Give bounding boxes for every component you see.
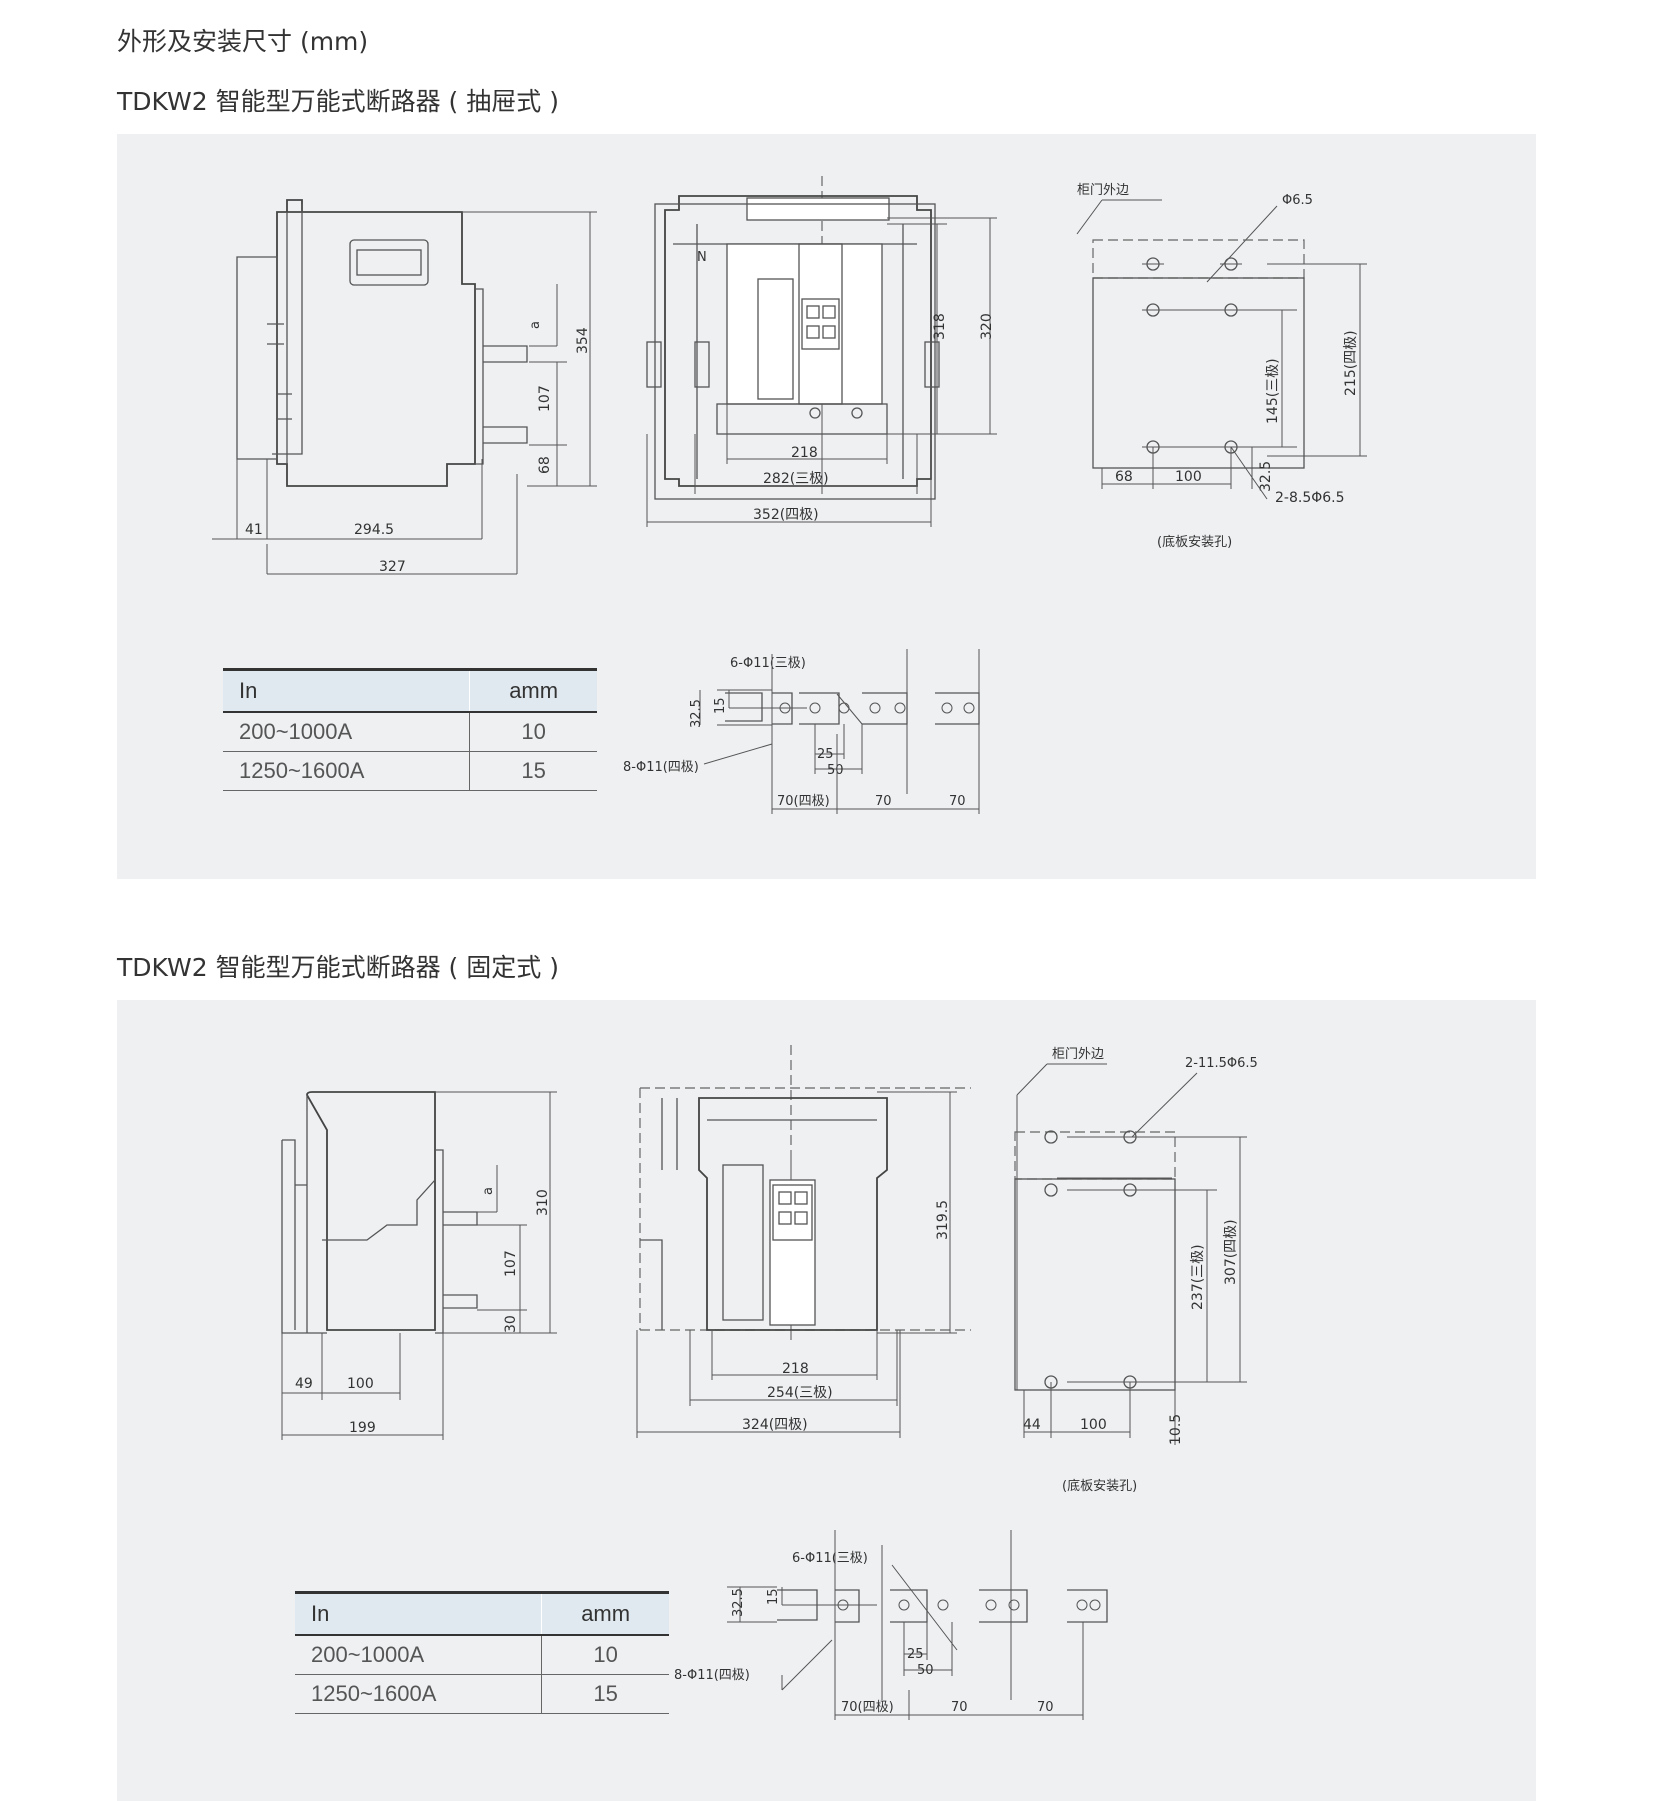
fixed-term-dim-70b: 70 xyxy=(951,1700,968,1715)
fixed-term-dim-50: 50 xyxy=(917,1663,934,1678)
dim-237: 237(三极) xyxy=(1190,1244,1206,1310)
term-dim-70c: 70 xyxy=(949,794,966,809)
mount-caption: (底板安装孔) xyxy=(1157,534,1232,550)
door-edge-label: 柜门外边 xyxy=(1077,183,1129,198)
dim-307: 307(四极) xyxy=(1223,1219,1239,1285)
fixed-dim-199: 199 xyxy=(349,1420,376,1436)
terminal-8-holes-label: 8-Φ11(四极) xyxy=(623,760,699,775)
fixed-door-edge-label: 柜门外边 xyxy=(1052,1047,1104,1062)
fixed-term-dim-25: 25 xyxy=(907,1647,924,1662)
dim-218: 218 xyxy=(791,445,818,461)
dim-294: 294.5 xyxy=(354,522,394,538)
fixed-terminal-view: 6-Φ11(三极) 8-Φ11(四极) 32.5 15 25 50 70(四极)… xyxy=(674,1530,1108,1720)
term-dim-25: 25 xyxy=(817,747,834,762)
fixed-dim-100: 100 xyxy=(347,1376,374,1392)
fixed-dim-100-mount: 100 xyxy=(1080,1417,1107,1433)
col-amm: amm xyxy=(541,1591,669,1636)
drawout-drawing-panel: 354 a 107 68 41 294.5 327 N 318 320 218 … xyxy=(117,134,1536,879)
cell-in: 1250~1600A xyxy=(295,1674,542,1714)
term-dim-70b: 70 xyxy=(875,794,892,809)
cell-in: 200~1000A xyxy=(295,1635,542,1675)
fixed-dim-218: 218 xyxy=(782,1361,809,1377)
pole-n-label: N xyxy=(697,250,707,265)
page-title: 外形及安装尺寸 (mm) xyxy=(117,27,369,56)
dim-215: 215(四极) xyxy=(1343,330,1359,396)
dim-10-5: 10.5 xyxy=(1168,1414,1184,1445)
col-amm: amm xyxy=(469,668,597,713)
dim-41: 41 xyxy=(245,522,263,538)
term-dim-70a: 70(四极) xyxy=(777,794,830,809)
terminal-6-holes-label: 6-Φ11(三极) xyxy=(730,656,806,671)
fixed-drawing-panel: 310 a 107 30 49 100 199 319.5 218 254(三极… xyxy=(117,1000,1536,1801)
term-dim-32-5: 32.5 xyxy=(689,699,704,728)
fixed-front-view: 319.5 218 254(三极) 324(四极) xyxy=(636,1045,971,1438)
drawout-front-view: N 318 320 218 282(三极) 352(四极) xyxy=(646,176,997,527)
fixed-mount-caption: (底板安装孔) xyxy=(1062,1478,1137,1494)
dim-68: 68 xyxy=(537,456,553,474)
holes-label: 2-8.5Φ6.5 xyxy=(1275,490,1345,506)
dim-320: 320 xyxy=(979,313,995,340)
dim-254: 254(三极) xyxy=(767,1385,833,1401)
dim-310: 310 xyxy=(535,1189,551,1216)
dim-319-5: 319.5 xyxy=(935,1200,951,1240)
drawout-terminal-view: 6-Φ11(三极) 8-Φ11(四极) 32.5 15 25 50 70(四极)… xyxy=(623,649,980,814)
hole-phi-label: Φ6.5 xyxy=(1282,193,1313,208)
dim-282: 282(三极) xyxy=(763,471,829,487)
dim-318: 318 xyxy=(932,313,948,340)
cell-in: 1250~1600A xyxy=(223,751,470,791)
dim-68-mount: 68 xyxy=(1115,469,1133,485)
fixed-term-dim-70c: 70 xyxy=(1037,1700,1054,1715)
fixed-term-dim-32-5: 32.5 xyxy=(731,1588,746,1617)
cell-amm: 10 xyxy=(541,1635,669,1675)
fixed-dim-30: 30 xyxy=(503,1315,519,1333)
fixed-side-view: 310 a 107 30 49 100 199 xyxy=(281,1091,557,1440)
dim-107: 107 xyxy=(537,385,553,412)
fixed-dim-a: a xyxy=(481,1187,496,1195)
cell-in: 200~1000A xyxy=(223,712,470,752)
fixed-term-dim-15: 15 xyxy=(766,1588,781,1605)
fixed-dim-324: 324(四极) xyxy=(742,1417,808,1433)
dim-327: 327 xyxy=(379,559,406,575)
cell-amm: 15 xyxy=(541,1674,669,1714)
dim-44: 44 xyxy=(1023,1417,1041,1433)
dim-145: 145(三极) xyxy=(1265,358,1281,424)
cell-amm: 10 xyxy=(469,712,597,752)
col-in: In xyxy=(223,668,470,713)
col-in: In xyxy=(295,1591,542,1636)
section-title-fixed: TDKW2 智能型万能式断路器 ( 固定式 ) xyxy=(117,953,559,982)
dim-352: 352(四极) xyxy=(753,507,819,523)
dim-32-5-mount: 32.5 xyxy=(1258,461,1274,492)
term-dim-50: 50 xyxy=(827,763,844,778)
dim-a: a xyxy=(528,321,543,329)
fixed-mount-plate: 柜门外边 2-11.5Φ6.5 307(四极) 237(三极) 44 100 1… xyxy=(1014,1047,1258,1494)
drawout-side-view: 354 a 107 68 41 294.5 327 xyxy=(212,199,597,575)
fixed-holes-label: 2-11.5Φ6.5 xyxy=(1185,1056,1258,1071)
section-title-drawout: TDKW2 智能型万能式断路器 ( 抽屉式 ) xyxy=(117,87,559,116)
dim-354: 354 xyxy=(575,327,591,354)
fixed-terminal-6-holes-label: 6-Φ11(三极) xyxy=(792,1551,868,1566)
dim-100-mount: 100 xyxy=(1175,469,1202,485)
fixed-term-dim-70a: 70(四极) xyxy=(841,1700,894,1715)
term-dim-15: 15 xyxy=(713,697,728,714)
fixed-terminal-8-holes-label: 8-Φ11(四极) xyxy=(674,1668,750,1683)
drawout-mount-plate: 柜门外边 Φ6.5 215(四极) 145(三极) 68 100 32.5 2-… xyxy=(1076,183,1367,550)
cell-amm: 15 xyxy=(469,751,597,791)
fixed-dim-107: 107 xyxy=(503,1250,519,1277)
fixed-dim-49: 49 xyxy=(295,1376,313,1392)
